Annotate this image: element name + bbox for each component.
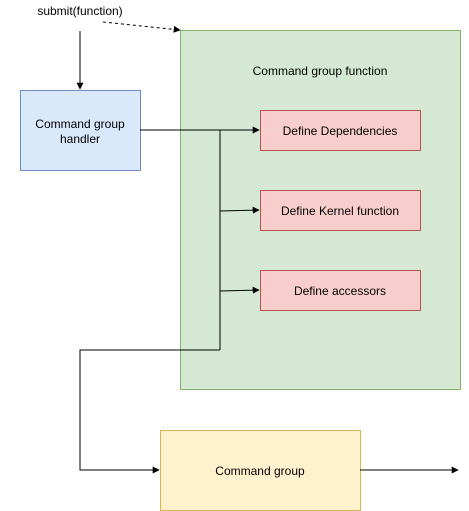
bus-to-accessors-arrow <box>219 286 260 294</box>
command-group-box <box>160 430 361 511</box>
define-dependencies-box <box>260 110 421 151</box>
command-group-handler-label-line2: handler <box>60 132 100 146</box>
define-accessors-label: Define accessors <box>294 284 386 298</box>
command-group-handler-box <box>20 90 141 171</box>
define-dependencies-label: Define Dependencies <box>283 124 398 138</box>
submit-label: submit(function) <box>37 4 122 18</box>
define-kernel-function-label: Define Kernel function <box>281 204 399 218</box>
command-group-label: Command group <box>215 464 305 478</box>
submit-dashed-arrow <box>102 21 181 33</box>
define-accessors-box <box>260 270 421 311</box>
bus-to-kernel-arrow <box>219 206 260 214</box>
define-kernel-function-box <box>260 190 421 231</box>
command-group-handler-label-line1: Command group <box>35 117 125 131</box>
command-group-function-title: Command group function <box>253 64 388 78</box>
bus-to-command-group-arrow <box>79 349 220 474</box>
